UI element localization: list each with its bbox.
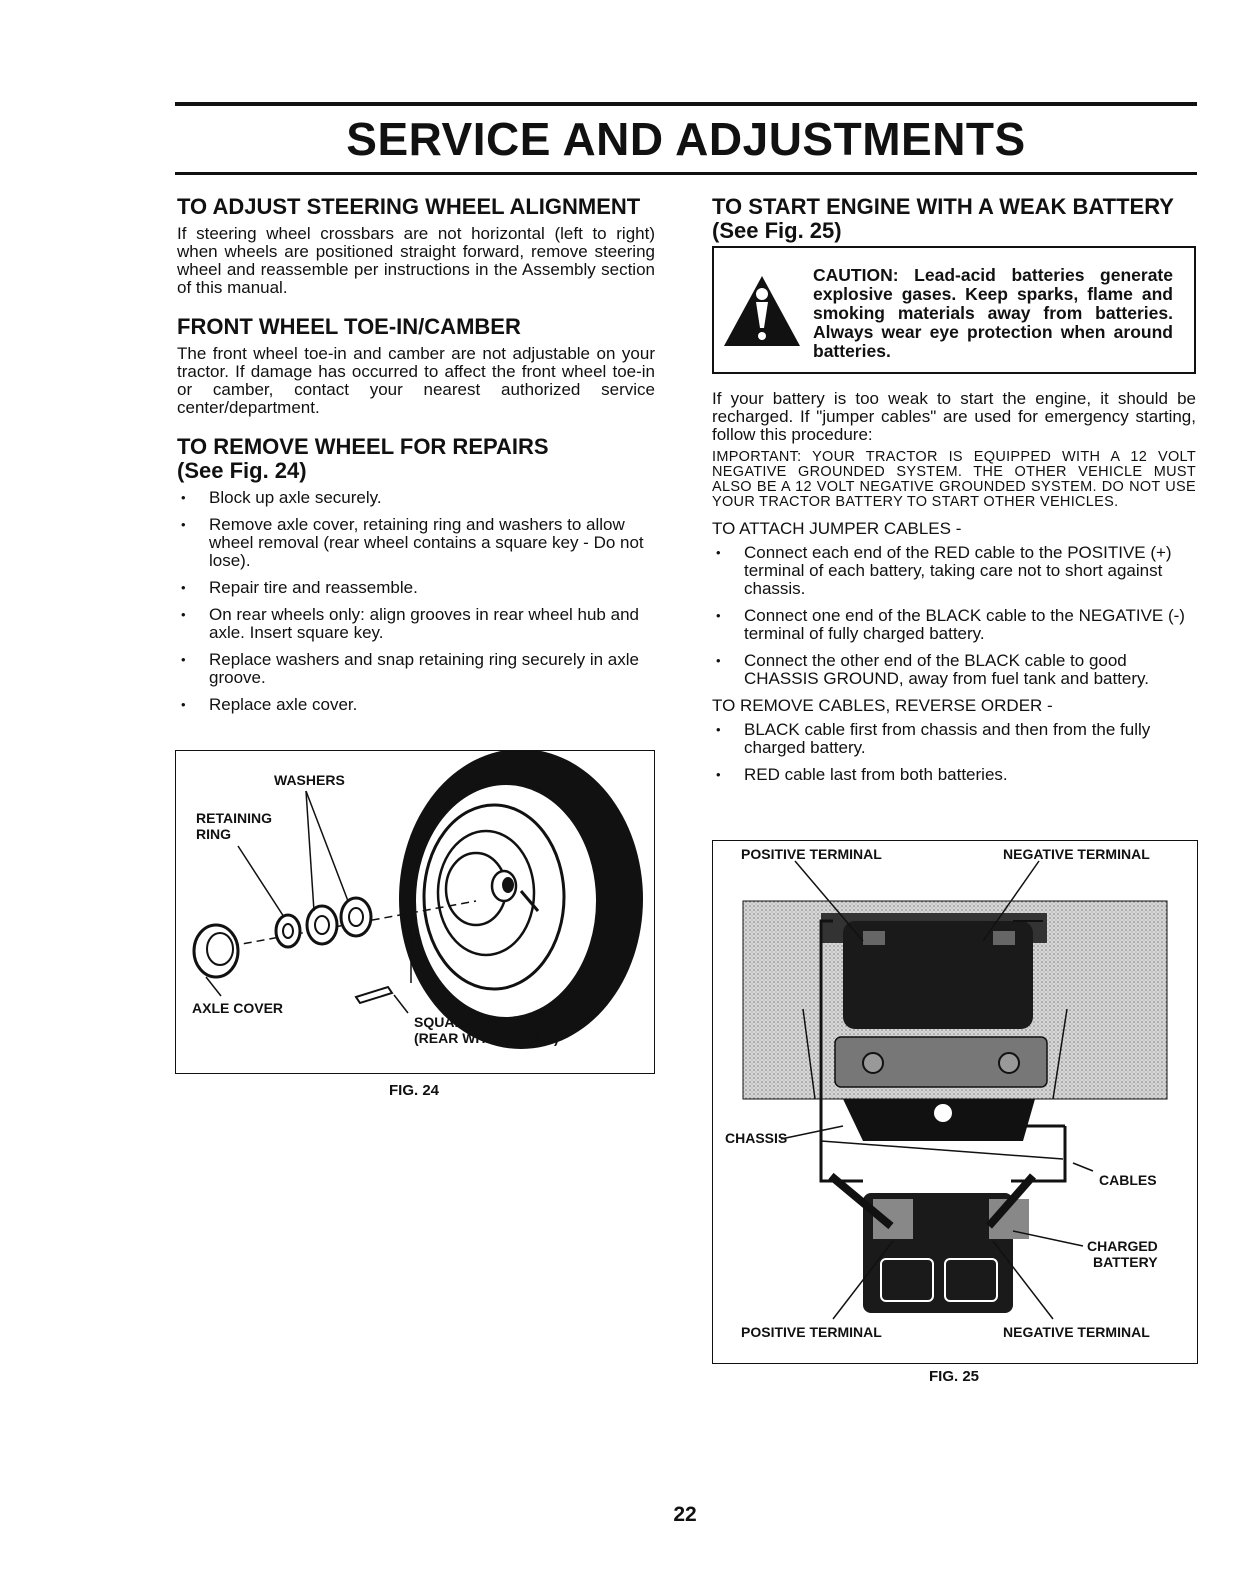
positive-terminal-top-label: POSITIVE TERMINAL [741, 846, 882, 862]
bracket [834, 1036, 1048, 1088]
rear-wheel-only-label: (REAR WHEEL ONLY) [414, 1030, 559, 1046]
fig-25-caption: FIG. 25 [928, 1368, 980, 1385]
attach-cables-steps: Connect each end of the RED cable to the… [712, 544, 1196, 688]
list-item: On rear wheels only: align grooves in re… [177, 606, 655, 642]
list-item: Replace washers and snap retaining ring … [177, 651, 655, 687]
page-title: SERVICE AND ADJUSTMENTS [346, 113, 1026, 165]
attach-cables-heading: TO ATTACH JUMPER CABLES - [712, 519, 962, 538]
weak-battery-subheading: (See Fig. 25) [712, 218, 842, 243]
right-column: TO START ENGINE WITH A WEAK BATTERY (See… [712, 195, 1196, 243]
list-item: Connect each end of the RED cable to the… [712, 544, 1196, 598]
axle-cover-label: AXLE COVER [192, 1000, 283, 1016]
retaining-label-2: RING [196, 826, 231, 842]
toe-text: The front wheel toe-in and camber are no… [177, 344, 655, 417]
caution-box: CAUTION: Lead-acid batteries generate ex… [712, 246, 1196, 374]
title-underline [175, 172, 1197, 175]
toe-heading: FRONT WHEEL TOE-IN/CAMBER [177, 314, 521, 339]
list-item: Repair tire and reassemble. [177, 579, 655, 598]
weak-battery-intro: If your battery is too weak to start the… [712, 389, 1196, 444]
weak-battery-heading: TO START ENGINE WITH A WEAK BATTERY [712, 194, 1174, 219]
list-item: Replace axle cover. [177, 696, 655, 715]
cables-label: CABLES [1099, 1172, 1157, 1188]
charged-label-2: BATTERY [1093, 1254, 1158, 1270]
remove-cables-heading: TO REMOVE CABLES, REVERSE ORDER - [712, 696, 1053, 715]
fig-24-caption: FIG. 24 [388, 1082, 440, 1099]
remove-wheel-heading: TO REMOVE WHEEL FOR REPAIRS [177, 434, 549, 459]
caution-text: CAUTION: Lead-acid batteries generate ex… [813, 265, 1173, 361]
list-item: Block up axle securely. [177, 489, 655, 508]
list-item: Connect the other end of the BLACK cable… [712, 652, 1196, 688]
square-key-label: SQUARE KEY [414, 1014, 507, 1030]
steering-text: If steering wheel crossbars are not hori… [177, 224, 655, 297]
negative-terminal-top-label: NEGATIVE TERMINAL [1003, 846, 1150, 862]
positive-terminal-bottom-label: POSITIVE TERMINAL [741, 1324, 882, 1340]
warning-icon [724, 276, 800, 346]
wheel-removal-illustration: WASHERS RETAINING RING AXLE COVER SQUARE… [192, 749, 643, 1049]
retaining-label-1: RETAINING [196, 810, 272, 826]
steering-heading: TO ADJUST STEERING WHEEL ALIGNMENT [177, 194, 641, 219]
remove-wheel-steps: Block up axle securely. Remove axle cove… [177, 489, 655, 715]
square-key-part [354, 985, 394, 1005]
tractor-battery [843, 921, 1033, 1029]
list-item: Connect one end of the BLACK cable to th… [712, 607, 1196, 643]
top-rule [175, 102, 1197, 106]
chassis-label: CHASSIS [725, 1130, 787, 1146]
charged-label-1: CHARGED [1087, 1238, 1158, 1254]
jumper-cable-illustration: POSITIVE TERMINAL NEGATIVE TERMINAL CHAS… [725, 846, 1168, 1340]
list-item: Remove axle cover, retaining ring and wa… [177, 516, 655, 570]
remove-wheel-subheading: (See Fig. 24) [177, 458, 307, 483]
page-number: 22 [673, 1503, 697, 1526]
remove-cables-steps: BLACK cable first from chassis and then … [712, 721, 1196, 785]
list-item: BLACK cable first from chassis and then … [712, 721, 1196, 757]
washers-label: WASHERS [274, 772, 345, 788]
list-item: RED cable last from both batteries. [712, 766, 1196, 785]
important-note: IMPORTANT: YOUR TRACTOR IS EQUIPPED WITH… [712, 449, 1196, 510]
negative-terminal-bottom-label: NEGATIVE TERMINAL [1003, 1324, 1150, 1340]
right-column-body: If your battery is too weak to start the… [712, 390, 1196, 793]
fig-24-diagram: WASHERS RETAINING RING AXLE COVER SQUARE… [175, 749, 655, 1074]
left-column: TO ADJUST STEERING WHEEL ALIGNMENT If st… [177, 195, 655, 723]
fig-25-diagram: POSITIVE TERMINAL NEGATIVE TERMINAL CHAS… [712, 840, 1198, 1364]
